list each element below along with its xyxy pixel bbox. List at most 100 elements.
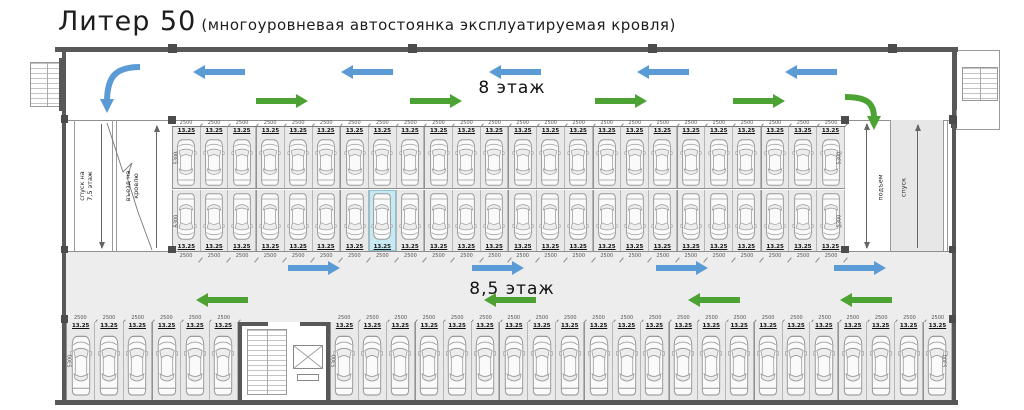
- parking-stall[interactable]: 13.25: [256, 127, 285, 188]
- stall-area-label: 13.25: [598, 244, 616, 250]
- parking-stall[interactable]: 13.25: [733, 190, 761, 251]
- parking-stall[interactable]: 13.25: [621, 190, 649, 251]
- parking-stall[interactable]: 13.25: [312, 127, 341, 188]
- stall-area-label: 13.25: [335, 323, 354, 329]
- stall-width-dimension: 2500: [452, 119, 480, 126]
- parking-stall[interactable]: 13.25: [789, 127, 818, 188]
- column: [841, 246, 849, 253]
- stall-area-label: 13.25: [289, 244, 307, 250]
- car-icon: [897, 334, 920, 400]
- parking-stall[interactable]: 13.25: [556, 322, 585, 401]
- parking-stall[interactable]: 13.25: [592, 127, 622, 188]
- parking-stall[interactable]: 13.25: [200, 127, 229, 188]
- parking-stall[interactable]: 13.25: [228, 127, 257, 188]
- parking-stall[interactable]: 13.25: [760, 127, 790, 188]
- stall-width-dimension: 2500: [358, 314, 386, 322]
- parking-stall[interactable]: 13.25: [753, 322, 783, 401]
- stall-width-dimension: 2500: [677, 119, 705, 126]
- parking-stall[interactable]: 13.25: [613, 322, 641, 401]
- parking-stall[interactable]: 13.25: [648, 127, 677, 188]
- parking-stall[interactable]: 13.25: [725, 322, 754, 401]
- parking-stall[interactable]: 13.25: [256, 190, 285, 251]
- parking-stall[interactable]: 13.25: [564, 127, 593, 188]
- parking-stall[interactable]: 13.25: [817, 127, 845, 188]
- parking-stall[interactable]: 13.25: [340, 190, 369, 251]
- stall-area-label: 13.25: [533, 323, 551, 329]
- parking-stall[interactable]: 13.25: [648, 190, 677, 251]
- car-icon: [399, 193, 421, 245]
- parking-stall[interactable]: 13.25: [312, 190, 341, 251]
- parking-stall[interactable]: 13.25: [705, 190, 734, 251]
- parking-stall[interactable]: 13.25: [453, 127, 481, 188]
- parking-stall[interactable]: 13.25: [564, 190, 593, 251]
- stall-width-dimension: 2500: [396, 252, 424, 260]
- parking-stall[interactable]: 13.25: [200, 190, 229, 251]
- ramp-divider: [947, 120, 948, 251]
- parking-stall[interactable]: 13.25: [424, 190, 454, 251]
- parking-stall[interactable]: 13.25: [621, 127, 649, 188]
- car-icon: [212, 334, 235, 400]
- parking-stall[interactable]: 13.25: [789, 190, 818, 251]
- parking-stall[interactable]: 13.25: [499, 322, 529, 401]
- parking-stall[interactable]: 13.25: [668, 322, 698, 401]
- parking-stall[interactable]: 13.25: [528, 322, 557, 401]
- stall-area-label: 13.25: [205, 244, 223, 250]
- parking-stall[interactable]: 13.25: [676, 190, 706, 251]
- parking-stall[interactable]: 13.25: [480, 127, 509, 188]
- parking-stall[interactable]: 13.25: [923, 322, 952, 401]
- parking-stall[interactable]: 13.25: [340, 127, 369, 188]
- parking-stall[interactable]: 13.25: [480, 190, 509, 251]
- parking-stall[interactable]: 13.25: [414, 322, 444, 401]
- parking-stall[interactable]: 13.25: [284, 127, 313, 188]
- parking-stall[interactable]: 13.25: [733, 127, 761, 188]
- parking-stall-selected[interactable]: 13.25: [368, 190, 397, 251]
- stall-width-dimension: 2500: [697, 314, 725, 322]
- parking-stall[interactable]: 13.25: [453, 190, 481, 251]
- parking-stall[interactable]: 13.25: [838, 322, 868, 401]
- parking-stall[interactable]: 13.25: [172, 190, 201, 251]
- parking-stall[interactable]: 13.25: [151, 322, 182, 401]
- parking-stall[interactable]: 13.25: [537, 190, 565, 251]
- parking-stall[interactable]: 13.25: [817, 190, 845, 251]
- car-icon: [428, 138, 450, 190]
- parking-stall[interactable]: 13.25: [396, 127, 425, 188]
- parking-stall[interactable]: 13.25: [537, 127, 565, 188]
- parking-stall[interactable]: 13.25: [705, 127, 734, 188]
- parking-stall[interactable]: 13.25: [508, 127, 538, 188]
- stall-width-dimension: 2500: [584, 314, 612, 322]
- parking-stall[interactable]: 13.25: [592, 190, 622, 251]
- parking-stall[interactable]: 13.25: [284, 190, 313, 251]
- parking-stall[interactable]: 13.25: [676, 127, 706, 188]
- ramp-label-descend: спуск: [899, 177, 908, 198]
- parking-stall[interactable]: 13.25: [443, 322, 472, 401]
- parking-stall[interactable]: 13.25: [181, 322, 210, 401]
- parking-stall[interactable]: 13.25: [172, 127, 201, 188]
- parking-stall[interactable]: 13.25: [760, 190, 790, 251]
- parking-stall[interactable]: 13.25: [386, 322, 415, 401]
- parking-stall[interactable]: 13.25: [396, 190, 425, 251]
- parking-stall[interactable]: 13.25: [123, 322, 152, 401]
- car-icon: [587, 334, 610, 400]
- parking-stall[interactable]: 13.25: [640, 322, 669, 401]
- parking-stall[interactable]: 13.25: [867, 322, 896, 401]
- parking-stall[interactable]: 13.25: [330, 322, 359, 401]
- parking-stall[interactable]: 13.25: [95, 322, 124, 401]
- parking-stall[interactable]: 13.25: [584, 322, 614, 401]
- parking-stall[interactable]: 13.25: [810, 322, 839, 401]
- parking-stall[interactable]: 13.25: [697, 322, 726, 401]
- parking-stall[interactable]: 13.25: [782, 322, 811, 401]
- parking-stall[interactable]: 13.25: [471, 322, 500, 401]
- stall-area-label: 13.25: [737, 128, 756, 134]
- stall-area-label: 13.25: [363, 323, 382, 329]
- parking-stall[interactable]: 13.25: [66, 322, 96, 401]
- wall: [326, 322, 330, 401]
- parking-stall[interactable]: 13.25: [358, 322, 387, 401]
- parking-stall[interactable]: 13.25: [228, 190, 257, 251]
- parking-stall[interactable]: 13.25: [508, 190, 538, 251]
- parking-stall[interactable]: 13.25: [368, 127, 397, 188]
- parking-stall[interactable]: 13.25: [209, 322, 238, 401]
- parking-stall[interactable]: 13.25: [424, 127, 454, 190]
- parking-stall[interactable]: 13.25: [895, 322, 924, 401]
- stall-area-label: 13.25: [429, 244, 448, 250]
